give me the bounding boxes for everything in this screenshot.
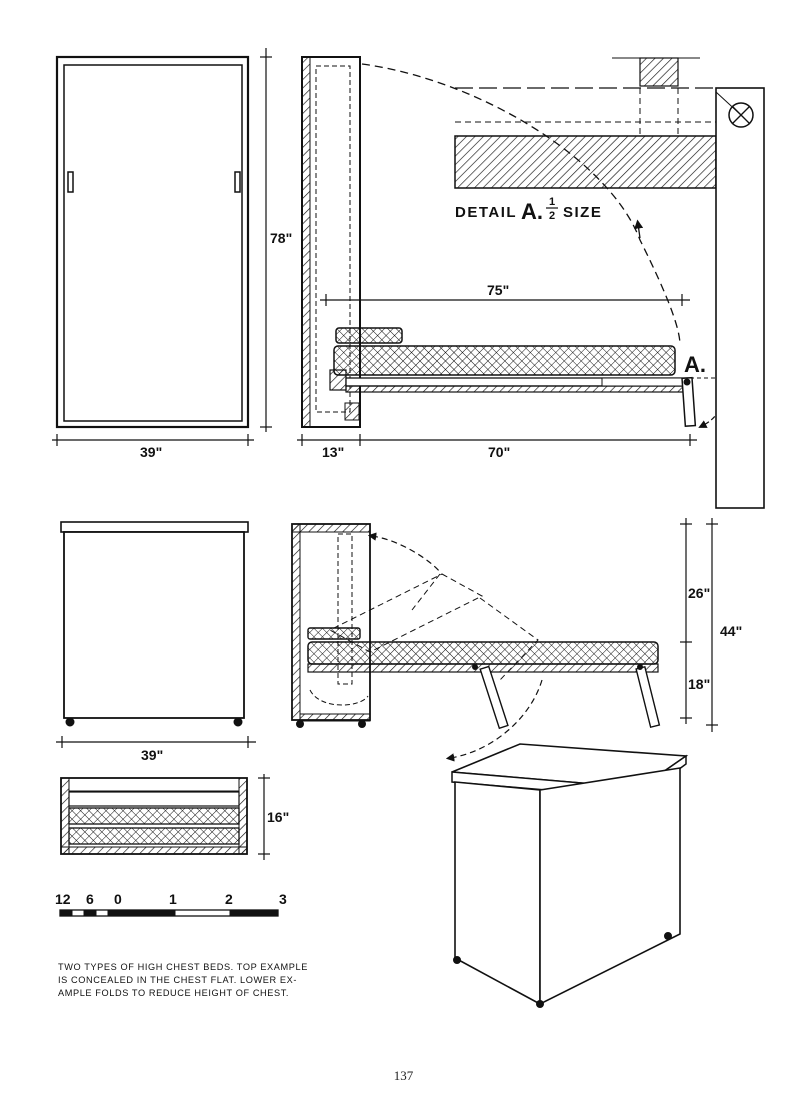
dimension-44: 44" xyxy=(720,623,742,639)
top-side-section xyxy=(301,56,734,428)
detail-a-fraction-numerator: 1 xyxy=(549,196,555,208)
caption-line: TWO TYPES OF HIGH CHEST BEDS. TOP EXAMPL… xyxy=(58,962,308,972)
dimension-18: 18" xyxy=(688,676,710,692)
figure-caption: TWO TYPES OF HIGH CHEST BEDS. TOP EXAMPL… xyxy=(58,961,308,1000)
dimension-75: 75" xyxy=(487,282,509,298)
dimension-75-line xyxy=(320,294,690,306)
top-front-elevation xyxy=(55,55,250,429)
chest-top-section xyxy=(60,777,248,855)
dimension-26: 26" xyxy=(688,585,710,601)
detail-a-letter: A. xyxy=(521,199,543,224)
scale-label-1: 1 xyxy=(169,891,177,907)
scale-label-6: 6 xyxy=(86,891,94,907)
swing-arc-arrow xyxy=(634,219,644,239)
marker-a: A. xyxy=(684,352,706,377)
detail-a-drawing xyxy=(454,57,765,509)
dimension-39-bottom: 39" xyxy=(141,747,163,763)
lower-front-elevation xyxy=(60,521,249,727)
detail-a-prefix: DETAIL xyxy=(455,204,517,221)
lower-side-section xyxy=(291,523,661,730)
dimension-16-line xyxy=(258,774,270,860)
scale-label-12: 12 xyxy=(55,891,71,907)
fold-arc-upper xyxy=(367,532,441,573)
page-number: 137 xyxy=(393,1068,414,1083)
dimension-78: 78" xyxy=(270,230,292,246)
caption-line: IS CONCEALED IN THE CHEST FLAT. LOWER EX… xyxy=(58,975,298,985)
caption-line: AMPLE FOLDS TO REDUCE HEIGHT OF CHEST. xyxy=(58,988,290,998)
scale-label-3: 3 xyxy=(279,891,287,907)
scale-label-2: 2 xyxy=(225,891,233,907)
dimension-13: 13" xyxy=(322,444,344,460)
dimension-39-bottom-line xyxy=(56,736,256,748)
dimension-26-18-line xyxy=(680,518,718,732)
dimension-70: 70" xyxy=(488,444,510,460)
detail-a-suffix: SIZE xyxy=(563,204,602,221)
dimension-16: 16" xyxy=(267,809,289,825)
fold-arc-lower xyxy=(445,679,543,762)
dimension-39-top: 39" xyxy=(140,444,162,460)
detail-a-fraction-denominator: 2 xyxy=(549,210,555,222)
scale-label-0: 0 xyxy=(114,891,122,907)
dimension-13-70-line xyxy=(297,434,697,446)
scale-bar xyxy=(59,909,279,917)
chest-perspective xyxy=(451,743,689,1008)
dimension-39-top-line xyxy=(52,434,254,446)
dimension-78-line xyxy=(260,48,272,432)
